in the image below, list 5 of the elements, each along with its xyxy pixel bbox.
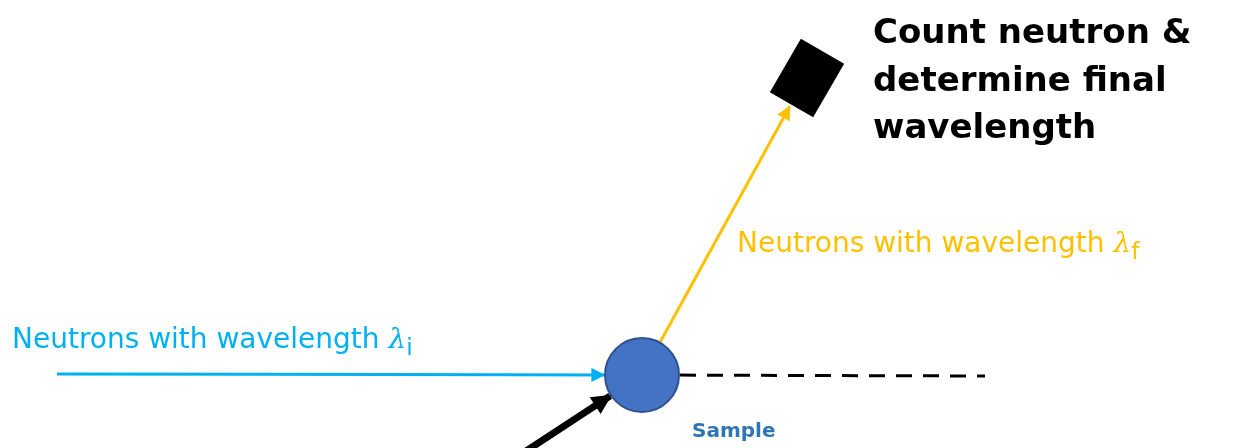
arrow xyxy=(57,367,606,382)
dashed-line xyxy=(680,373,985,378)
sample-label: Sample xyxy=(692,418,776,442)
arrow xyxy=(659,105,791,343)
detector-description: Count neutron & determine final wavelength xyxy=(873,10,1193,149)
